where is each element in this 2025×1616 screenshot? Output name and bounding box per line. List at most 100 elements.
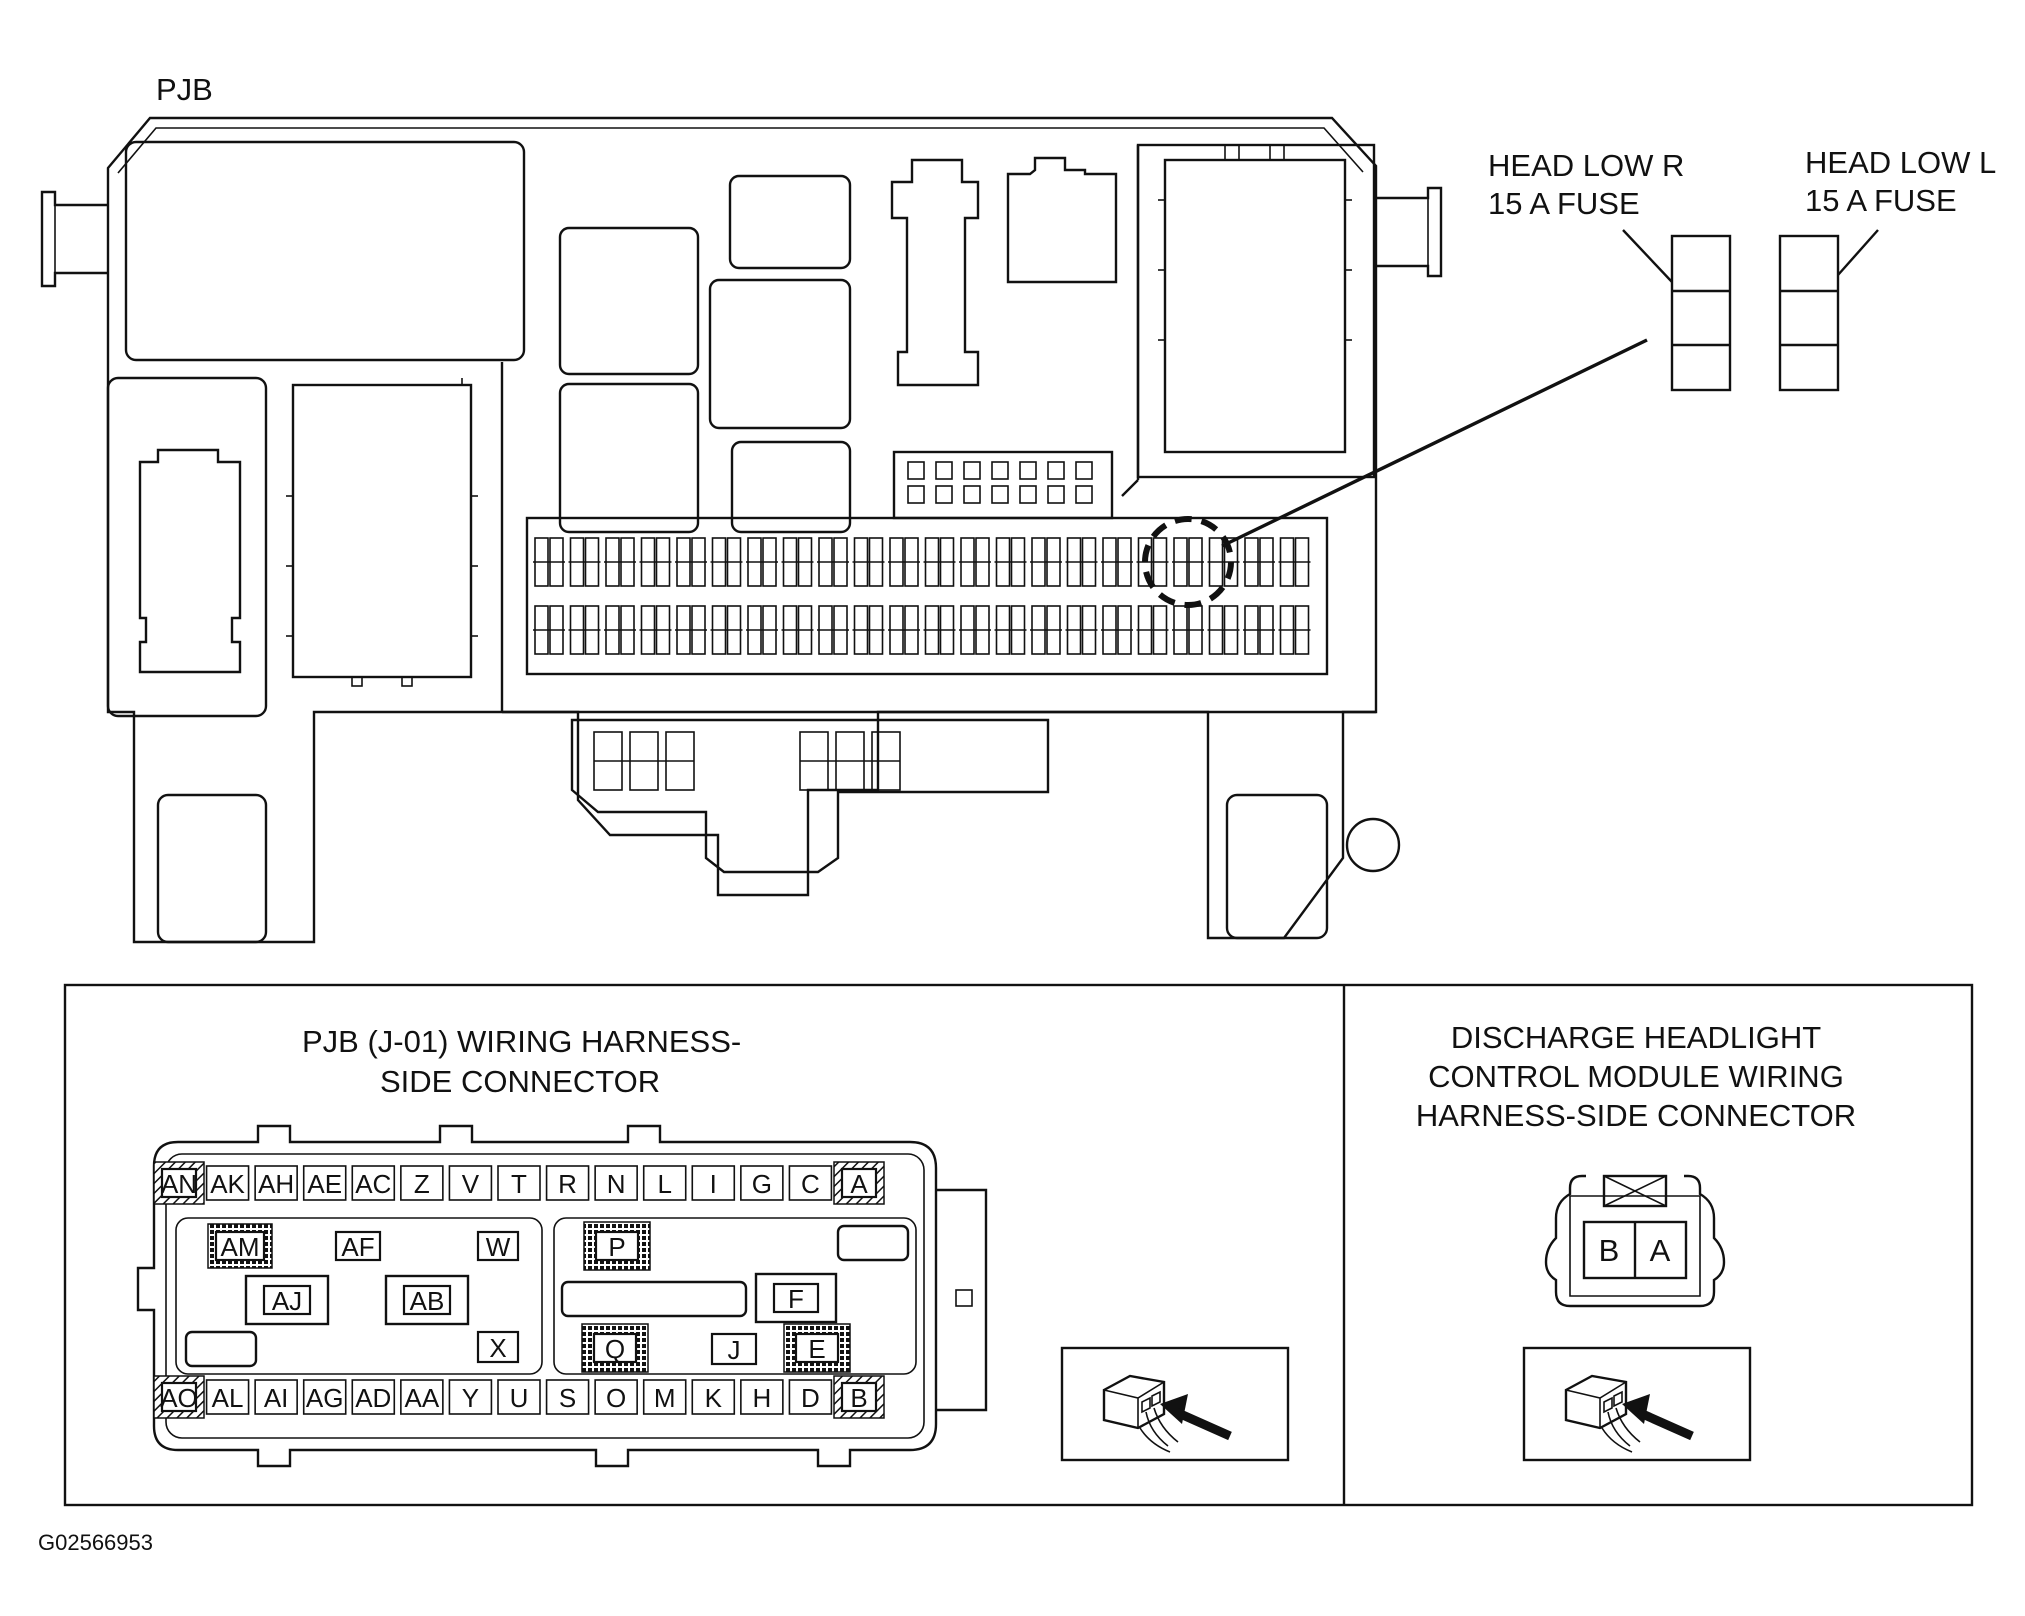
harness-pin-aj: AJ [244,1274,330,1326]
svg-text:V: V [462,1169,480,1199]
fuse-slot [1172,605,1204,655]
harness-pin-o: O [594,1379,638,1415]
fuse-slot [817,537,849,587]
highlight-ellipse [1142,516,1234,608]
fuse-slot [1136,537,1169,587]
svg-text:U: U [510,1383,529,1413]
discharge-pin-b: B [1599,1233,1620,1268]
fuse-slot [1030,537,1062,587]
harness-pin-g: G [740,1165,784,1201]
svg-text:AG: AG [306,1383,344,1413]
fuse-right-label-2: 15 A FUSE [1488,186,1640,221]
harness-pin-m: M [642,1379,687,1415]
fuse-slot [639,537,672,587]
svg-text:W: W [486,1232,511,1262]
harness-pin-ac: AC [351,1165,396,1201]
harness-pin-ah: AH [254,1165,298,1201]
svg-text:T: T [511,1169,527,1199]
discharge-title-2: CONTROL MODULE WIRING [1428,1059,1844,1094]
svg-text:X: X [489,1333,506,1363]
svg-text:N: N [607,1169,626,1199]
harness-pin-ad: AD [351,1379,396,1415]
fuse-slot [1030,605,1062,655]
svg-text:AK: AK [210,1169,245,1199]
svg-text:AJ: AJ [272,1286,302,1316]
fuse-slot [923,605,956,655]
discharge-pin-a: A [1650,1233,1671,1268]
fuse-slot [710,537,743,587]
fuse-slot [1243,605,1275,655]
harness-pin-am: AM [207,1223,273,1269]
harness-pin-af: AF [334,1230,382,1262]
harness-pin-x: X [476,1330,520,1364]
harness-pin-e: E [783,1323,851,1373]
discharge-connector: DISCHARGE HEADLIGHT CONTROL MODULE WIRIN… [1416,1020,1856,1462]
svg-text:Y: Y [462,1383,479,1413]
pjb-harness-connector: PJB (J-01) WIRING HARNESS- SIDE CONNECTO… [136,1024,1290,1468]
harness-pin-y: Y [448,1379,493,1415]
svg-text:R: R [558,1169,577,1199]
svg-text:D: D [801,1383,820,1413]
harness-pin-r: R [545,1165,590,1201]
fuse-slot [959,605,991,655]
harness-pin-ag: AG [302,1379,347,1415]
fuse-slot [1278,605,1311,655]
fuse-right-label-1: HEAD LOW R [1488,148,1684,183]
harness-pin-b: B [833,1375,885,1419]
harness-pin-al: AL [205,1379,250,1415]
fuse-slot [1101,605,1133,655]
svg-text:M: M [654,1383,676,1413]
fuse-slot [533,537,565,587]
harness-pin-d: D [788,1379,833,1415]
fuse-slot [639,605,672,655]
fuse-slot [852,537,885,587]
svg-text:Z: Z [414,1169,430,1199]
head-low-l-fuse [1778,234,1840,392]
fuse-left-label-1: HEAD LOW L [1805,145,1996,180]
fuse-slot [781,605,814,655]
harness-pin-q: Q [581,1323,649,1373]
harness-pin-v: V [448,1165,493,1201]
svg-text:P: P [608,1232,625,1262]
fuse-slot [817,605,849,655]
fuse-slot [1278,537,1311,587]
harness-pin-l: L [642,1165,687,1201]
fuse-slot [852,605,885,655]
figure-id: G02566953 [38,1530,153,1555]
harness-pin-w: W [476,1230,520,1262]
fuse-slot [533,605,565,655]
fuse-slot [994,605,1027,655]
svg-text:O: O [606,1383,626,1413]
svg-text:AO: AO [160,1383,198,1413]
discharge-title-1: DISCHARGE HEADLIGHT [1451,1020,1821,1055]
harness-pin-i: I [691,1165,736,1201]
harness-pin-c: C [788,1165,833,1201]
fuse-slot [710,605,743,655]
fuse-slot [959,537,991,587]
svg-text:B: B [850,1383,867,1413]
fuse-left-label-2: 15 A FUSE [1805,183,1957,218]
svg-text:AM: AM [221,1232,260,1262]
svg-text:AN: AN [161,1169,197,1199]
harness-pin-ao: AO [153,1375,205,1419]
fuse-slot [1065,537,1098,587]
svg-text:S: S [559,1383,576,1413]
fuse-slot [1136,605,1169,655]
fuse-slot [1207,537,1240,587]
fuse-slot [1065,605,1098,655]
fuse-slot [568,605,601,655]
harness-pin-aa: AA [400,1379,444,1415]
fuse-slot [604,605,636,655]
fuse-slot [675,605,707,655]
svg-text:AD: AD [355,1383,391,1413]
harness-title-1: PJB (J-01) WIRING HARNESS- [302,1024,741,1059]
svg-text:AB: AB [410,1286,445,1316]
svg-text:Q: Q [605,1334,625,1364]
fuse-slot [746,537,778,587]
fuse-slot [994,537,1027,587]
harness-pin-n: N [594,1165,638,1201]
fuse-slot [1172,537,1204,587]
view-direction-icon-1 [1060,1346,1290,1462]
svg-text:I: I [710,1169,717,1199]
harness-pin-ai: AI [254,1379,298,1415]
